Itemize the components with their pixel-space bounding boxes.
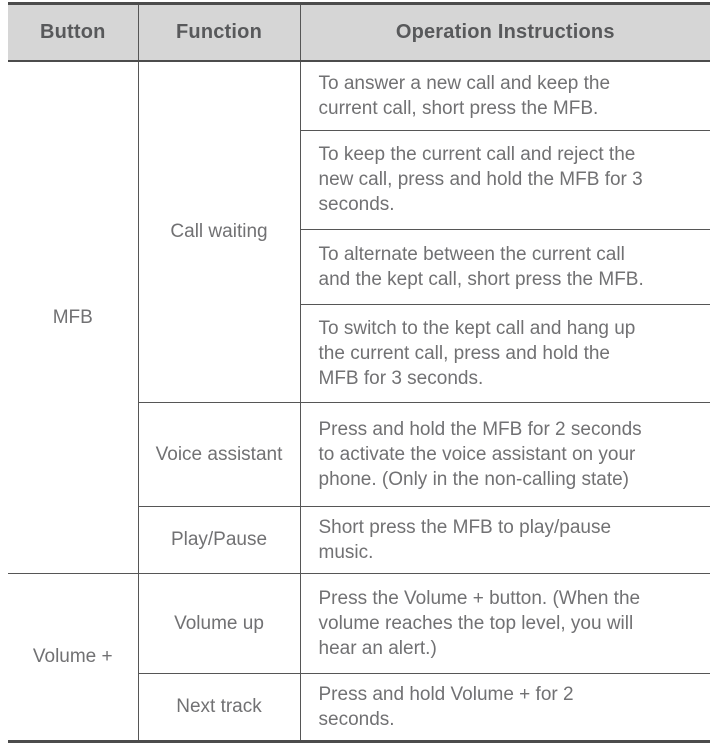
button-functions-table: Button Function Operation Instructions M… [8, 2, 710, 743]
header-cell-function: Function [137, 3, 300, 62]
table-row: Next track Press and hold Volume + for 2… [8, 673, 710, 742]
header-row: Button Function Operation Instructions [8, 3, 710, 62]
table-row: To switch to the kept call and hang up t… [8, 304, 710, 403]
instruction-cell-volume-up: Press the Volume + button. (When the vol… [299, 573, 710, 674]
button-cell-volume-plus: Volume + [8, 573, 138, 742]
table-row: Voice assistant Press and hold the MFB f… [8, 402, 710, 507]
table-row: To keep the current call and reject the … [8, 130, 710, 230]
instruction-cell-switch-to-kept-call: To switch to the kept call and hang up t… [299, 304, 710, 403]
instruction-cell-alternate-calls: To alternate between the current call an… [299, 229, 710, 305]
function-cell-play-pause: Play/Pause [137, 506, 300, 574]
button-cell-mfb: MFB [8, 61, 138, 574]
instruction-cell-reject-new-call: To keep the current call and reject the … [299, 130, 710, 230]
function-cell-voice-assistant: Voice assistant [137, 402, 300, 507]
instruction-cell-answer-new-call: To answer a new call and keep the curren… [299, 61, 710, 131]
table-row: MFB Call waiting To answer a new call an… [8, 61, 710, 574]
instruction-cell-voice-assistant: Press and hold the MFB for 2 seconds to … [299, 402, 710, 507]
function-cell-call-waiting: Call waiting [137, 61, 300, 403]
instruction-cell-next-track: Press and hold Volume + for 2 seconds. [299, 673, 710, 742]
table-row: To alternate between the current call an… [8, 229, 710, 305]
table-row: Play/Pause Short press the MFB to play/p… [8, 506, 710, 574]
function-cell-volume-up: Volume up [137, 573, 300, 674]
table-row: Volume + Volume up Press the Volume + bu… [8, 573, 710, 742]
header-cell-operation-instructions: Operation Instructions [299, 3, 710, 62]
header-cell-button: Button [8, 3, 138, 62]
instruction-cell-play-pause: Short press the MFB to play/pause music. [299, 506, 710, 574]
function-cell-next-track: Next track [137, 673, 300, 742]
